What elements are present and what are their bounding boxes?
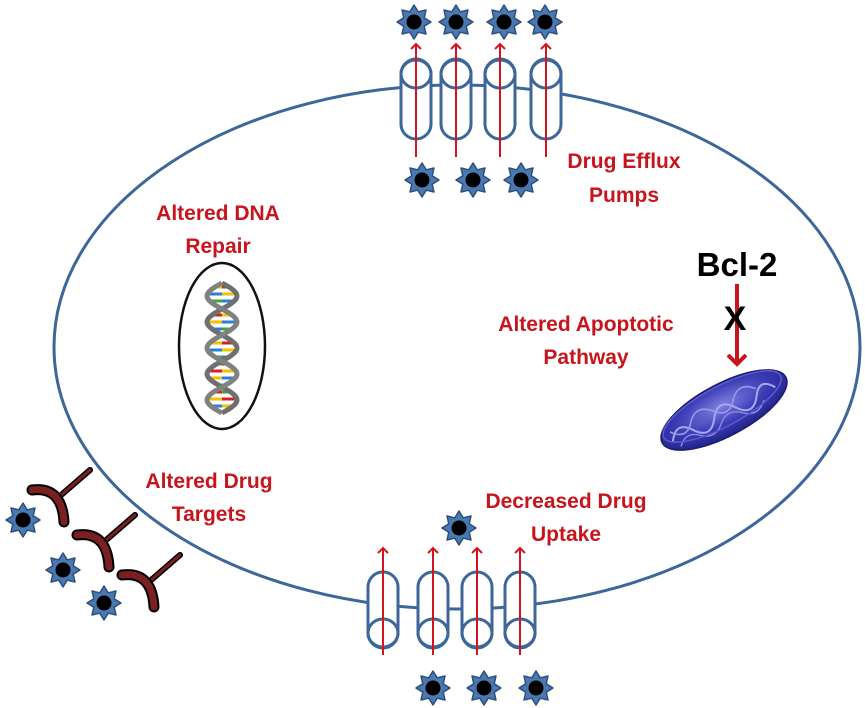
uptake-label-line1: Decreased Drug (485, 490, 646, 513)
drug-target-receptor-icon (116, 552, 183, 613)
efflux-label-line1: Drug Efflux (567, 150, 680, 173)
drug-molecule-icon (438, 4, 474, 40)
drug-molecule-icon (503, 162, 539, 198)
drug-targets (26, 467, 183, 613)
mitochondrion-icon (660, 369, 788, 451)
dna-repair-label-line1: Altered DNA (156, 202, 280, 225)
drug-target-receptor-icon (71, 512, 138, 573)
block-x-icon: X (724, 300, 747, 338)
uptake-pumps (366, 546, 537, 655)
drug-molecule-icon (45, 552, 81, 588)
drug-molecule-icon (5, 502, 41, 538)
drug-molecule-icon (518, 670, 554, 706)
drug-molecule-icon (527, 4, 563, 40)
uptake-label-line2: Uptake (531, 523, 601, 546)
drug-molecule-icon (415, 670, 451, 706)
efflux-pumps (399, 42, 563, 157)
drug-molecule-icon (466, 670, 502, 706)
drug-molecule-icon (486, 4, 522, 40)
drug-molecule-icon (441, 510, 477, 546)
apoptotic-label-line1: Altered Apoptotic (498, 313, 674, 336)
dna-repair-label-line2: Repair (185, 235, 250, 258)
drug-target-receptor-icon (26, 467, 93, 528)
drug-molecule-icon (404, 162, 440, 198)
drug-targets-label-line2: Targets (172, 503, 246, 526)
dna-helix-icon (177, 261, 267, 431)
drug-molecule-icon (455, 162, 491, 198)
drug-molecule-icon (86, 585, 122, 621)
drug-targets-label-line1: Altered Drug (145, 470, 272, 493)
bcl2-label: Bcl-2 (697, 246, 778, 283)
drug-molecule-icon (396, 4, 432, 40)
apoptotic-label-line2: Pathway (543, 346, 629, 369)
efflux-label-line2: Pumps (589, 184, 659, 207)
